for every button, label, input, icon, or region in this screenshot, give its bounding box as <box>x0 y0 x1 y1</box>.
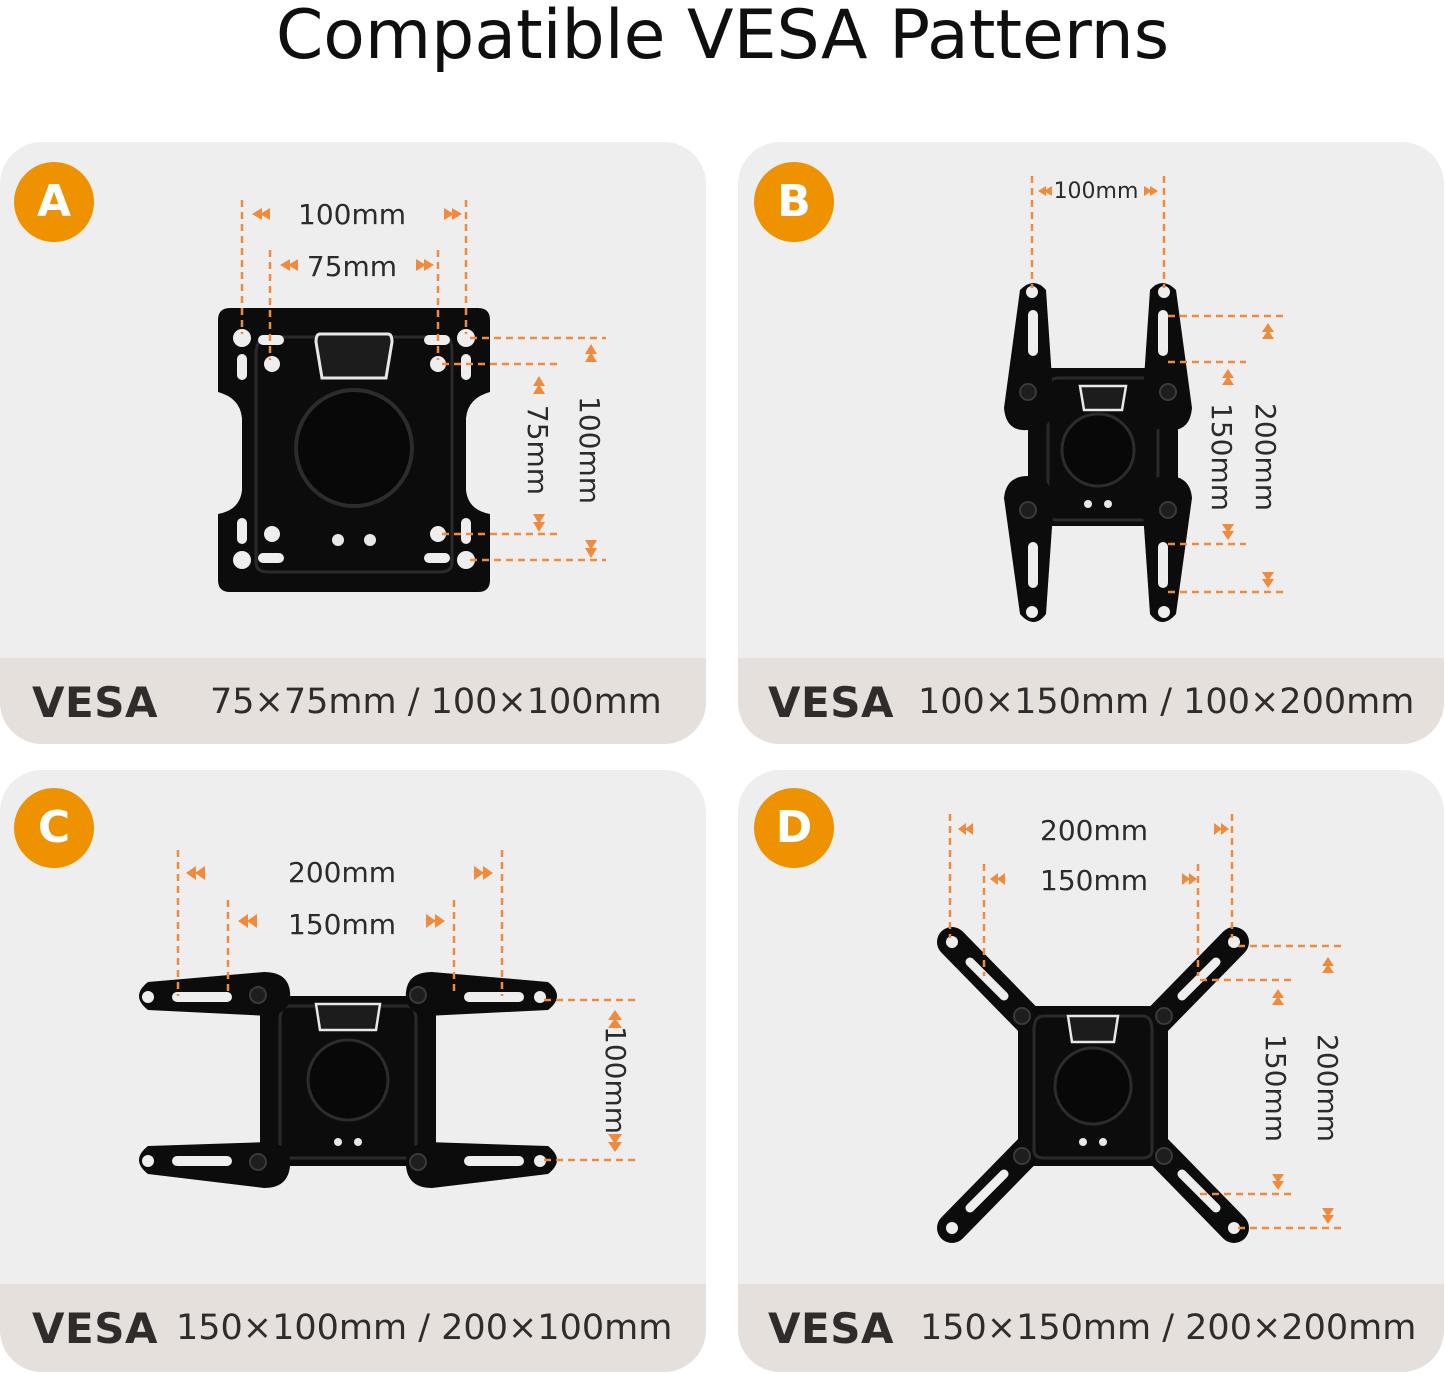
dimension-lines-a <box>240 200 606 562</box>
dim-label-c-width-outer: 200mm <box>288 856 396 889</box>
dim-label-a-width-outer: 100mm <box>298 198 406 231</box>
mount-diagram-c: 200mm 150mm 100mm <box>139 850 638 1188</box>
mount-plate-c <box>139 972 557 1188</box>
panel-b: 100mm 150mm 200mm B VESA 100×150mm / 100… <box>738 142 1444 744</box>
dimension-lines-c <box>176 850 638 1162</box>
vesa-label-a: VESA <box>32 678 158 727</box>
mount-plate-d <box>937 927 1249 1243</box>
footer-a: VESA 75×75mm / 100×100mm <box>0 658 706 744</box>
footer-b: VESA 100×150mm / 100×200mm <box>738 658 1444 744</box>
dimension-lines-d <box>948 814 1344 1230</box>
page-title: Compatible VESA Patterns <box>275 0 1170 75</box>
panel-a: 100mm 75mm 75mm 100mm A VESA 75×75mm / 1… <box>0 142 706 744</box>
mount-diagram-d: 200mm 150mm 150mm 200mm <box>937 814 1344 1243</box>
mount-plate-a <box>218 308 490 592</box>
panel-c: 200mm 150mm 100mm C VESA 150×100mm / 200… <box>0 770 706 1372</box>
vesa-label-d: VESA <box>768 1304 894 1353</box>
dim-label-c-width-inner: 150mm <box>288 908 396 941</box>
vesa-dims-c: 150×100mm / 200×100mm <box>176 1308 673 1348</box>
dim-label-d-width-outer: 200mm <box>1040 814 1148 847</box>
mount-diagram-b: 100mm 150mm 200mm <box>1004 176 1284 622</box>
vesa-label-b: VESA <box>768 678 894 727</box>
badge-b: B <box>754 162 834 242</box>
dim-label-c-height: 100mm <box>599 1026 632 1134</box>
badge-d: D <box>754 788 834 868</box>
footer-d: VESA 150×150mm / 200×200mm <box>738 1284 1444 1372</box>
dim-label-d-height-inner: 150mm <box>1259 1034 1292 1142</box>
footer-c: VESA 150×100mm / 200×100mm <box>0 1284 706 1372</box>
dim-label-b-width: 100mm <box>1054 179 1139 204</box>
vesa-label-c: VESA <box>32 1304 158 1353</box>
dimension-arrows-d <box>958 823 1334 1224</box>
vesa-dims-d: 150×150mm / 200×200mm <box>920 1308 1417 1348</box>
dimension-arrows-a <box>252 208 597 558</box>
vesa-dims-b: 100×150mm / 100×200mm <box>918 682 1415 722</box>
dim-label-d-width-inner: 150mm <box>1040 864 1148 897</box>
dimension-lines-b <box>1030 176 1284 594</box>
dim-label-d-height-outer: 200mm <box>1311 1034 1344 1142</box>
mount-diagram-a: 100mm 75mm 75mm 100mm <box>218 198 606 592</box>
badge-a: A <box>14 162 94 242</box>
dim-label-b-height-inner: 150mm <box>1205 403 1238 511</box>
dim-label-a-height-inner: 75mm <box>521 405 554 495</box>
panel-d: 200mm 150mm 150mm 200mm D VESA 150×150mm… <box>738 770 1444 1372</box>
mount-plate-b <box>1004 283 1192 622</box>
vesa-dims-a: 75×75mm / 100×100mm <box>210 682 662 722</box>
badge-c: C <box>14 788 94 868</box>
dimension-arrows-c <box>186 866 622 1152</box>
dim-label-b-height-outer: 200mm <box>1249 403 1282 511</box>
dimension-arrows-b <box>1038 186 1274 588</box>
dim-label-a-width-inner: 75mm <box>307 250 397 283</box>
dim-label-a-height-outer: 100mm <box>573 396 606 504</box>
